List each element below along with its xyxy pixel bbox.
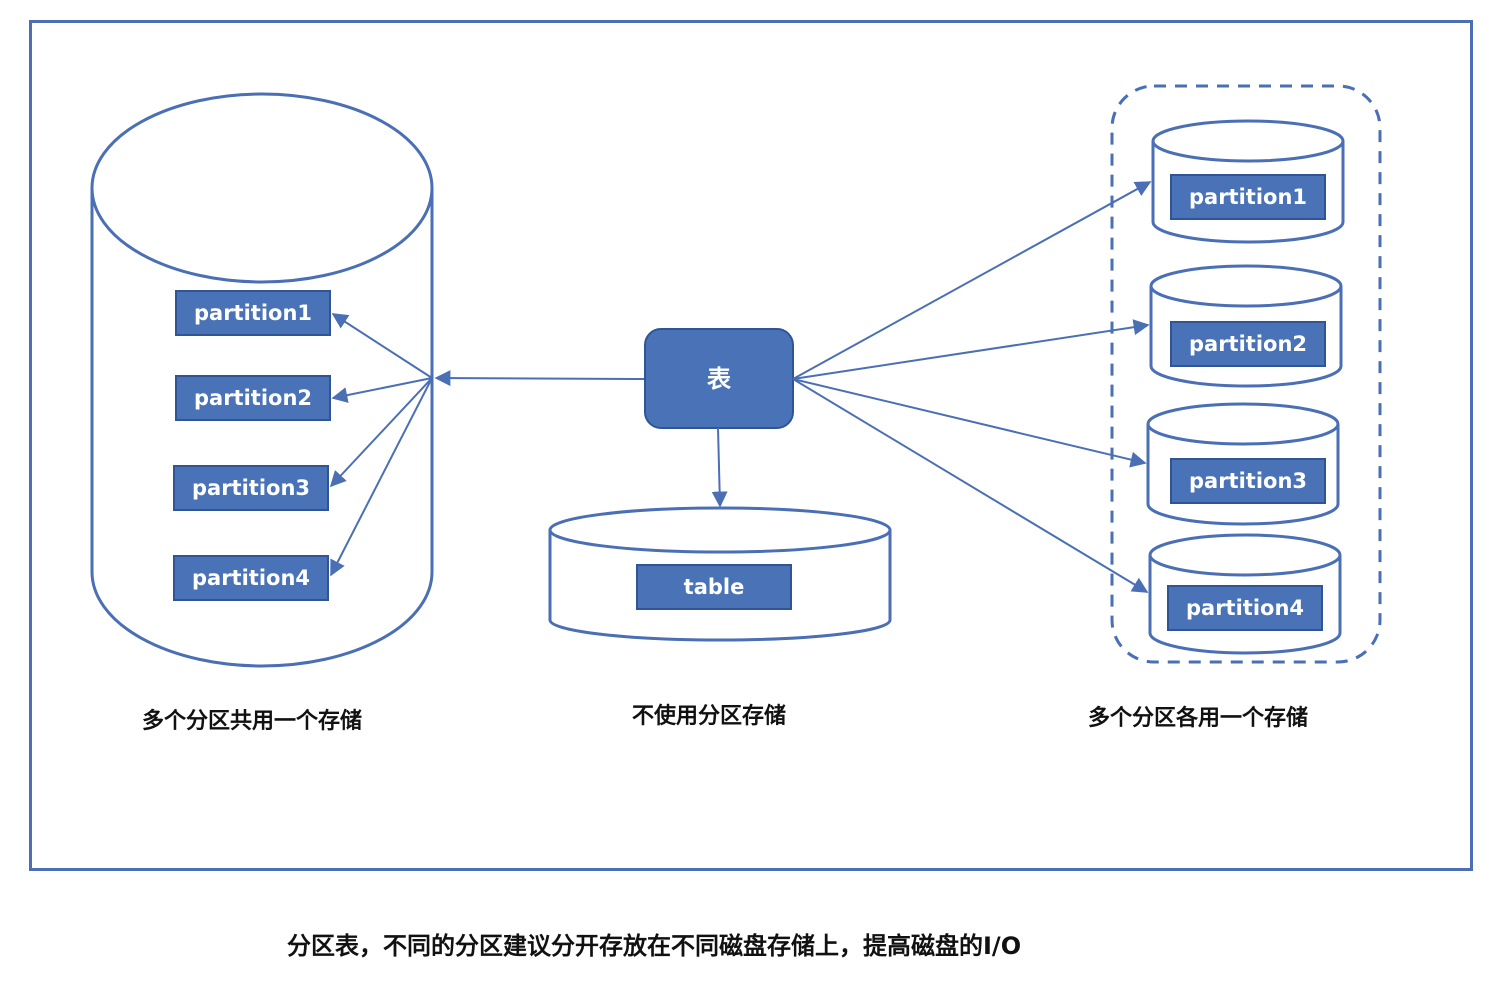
arrow-to-shared-partition (331, 313, 433, 379)
shared-partition-box: partition1 (175, 290, 331, 336)
shared-partition-box: partition3 (173, 465, 329, 511)
arrow-to-shared-partition (331, 377, 433, 403)
single-storage-label: table (684, 575, 745, 599)
separate-partition-label: partition1 (1189, 185, 1307, 209)
shared-partition-label: partition4 (192, 566, 310, 590)
arrow-to-separate-storage (792, 181, 1152, 380)
shared-partition-box: partition2 (175, 375, 331, 421)
arrow-to-separate-storage (792, 378, 1147, 468)
single-storage-caption: 不使用分区存储 (632, 704, 787, 729)
separate-storage-cylinder: partition4 (1148, 533, 1342, 655)
table-node-label: 表 (707, 365, 732, 393)
shared-partition-label: partition2 (194, 386, 312, 410)
arrow-to-single-storage (711, 427, 728, 508)
diagram-frame (29, 20, 1473, 871)
separate-storage-cylinder: partition3 (1146, 402, 1340, 526)
shared-partition-label: partition1 (194, 301, 312, 325)
arrow-to-shared-partition (329, 377, 433, 488)
separate-storage-cylinder: partition2 (1149, 264, 1343, 388)
shared-partition-box: partition4 (173, 555, 329, 601)
arrow-to-shared-partition (330, 377, 433, 577)
shared-storage-caption: 多个分区共用一个存储 (142, 709, 363, 734)
shared-partition-label: partition3 (192, 476, 310, 500)
separate-storage-cylinder: partition1 (1151, 119, 1345, 244)
separate-partition-label: partition4 (1186, 596, 1304, 620)
arrow-to-separate-storage (792, 319, 1150, 380)
separate-storage-group (1110, 84, 1382, 664)
table-node: 表 (644, 328, 794, 429)
arrow-to-shared-storage (434, 370, 646, 387)
separate-partition-label: partition2 (1189, 332, 1307, 356)
footer-caption: 分区表，不同的分区建议分开存放在不同磁盘存储上，提高磁盘的I/O (287, 932, 1022, 960)
arrow-to-separate-storage (792, 378, 1149, 593)
separate-storage-caption: 多个分区各用一个存储 (1088, 706, 1309, 731)
separate-partition-label: partition3 (1189, 469, 1307, 493)
single-storage-cylinder: table (548, 506, 892, 642)
